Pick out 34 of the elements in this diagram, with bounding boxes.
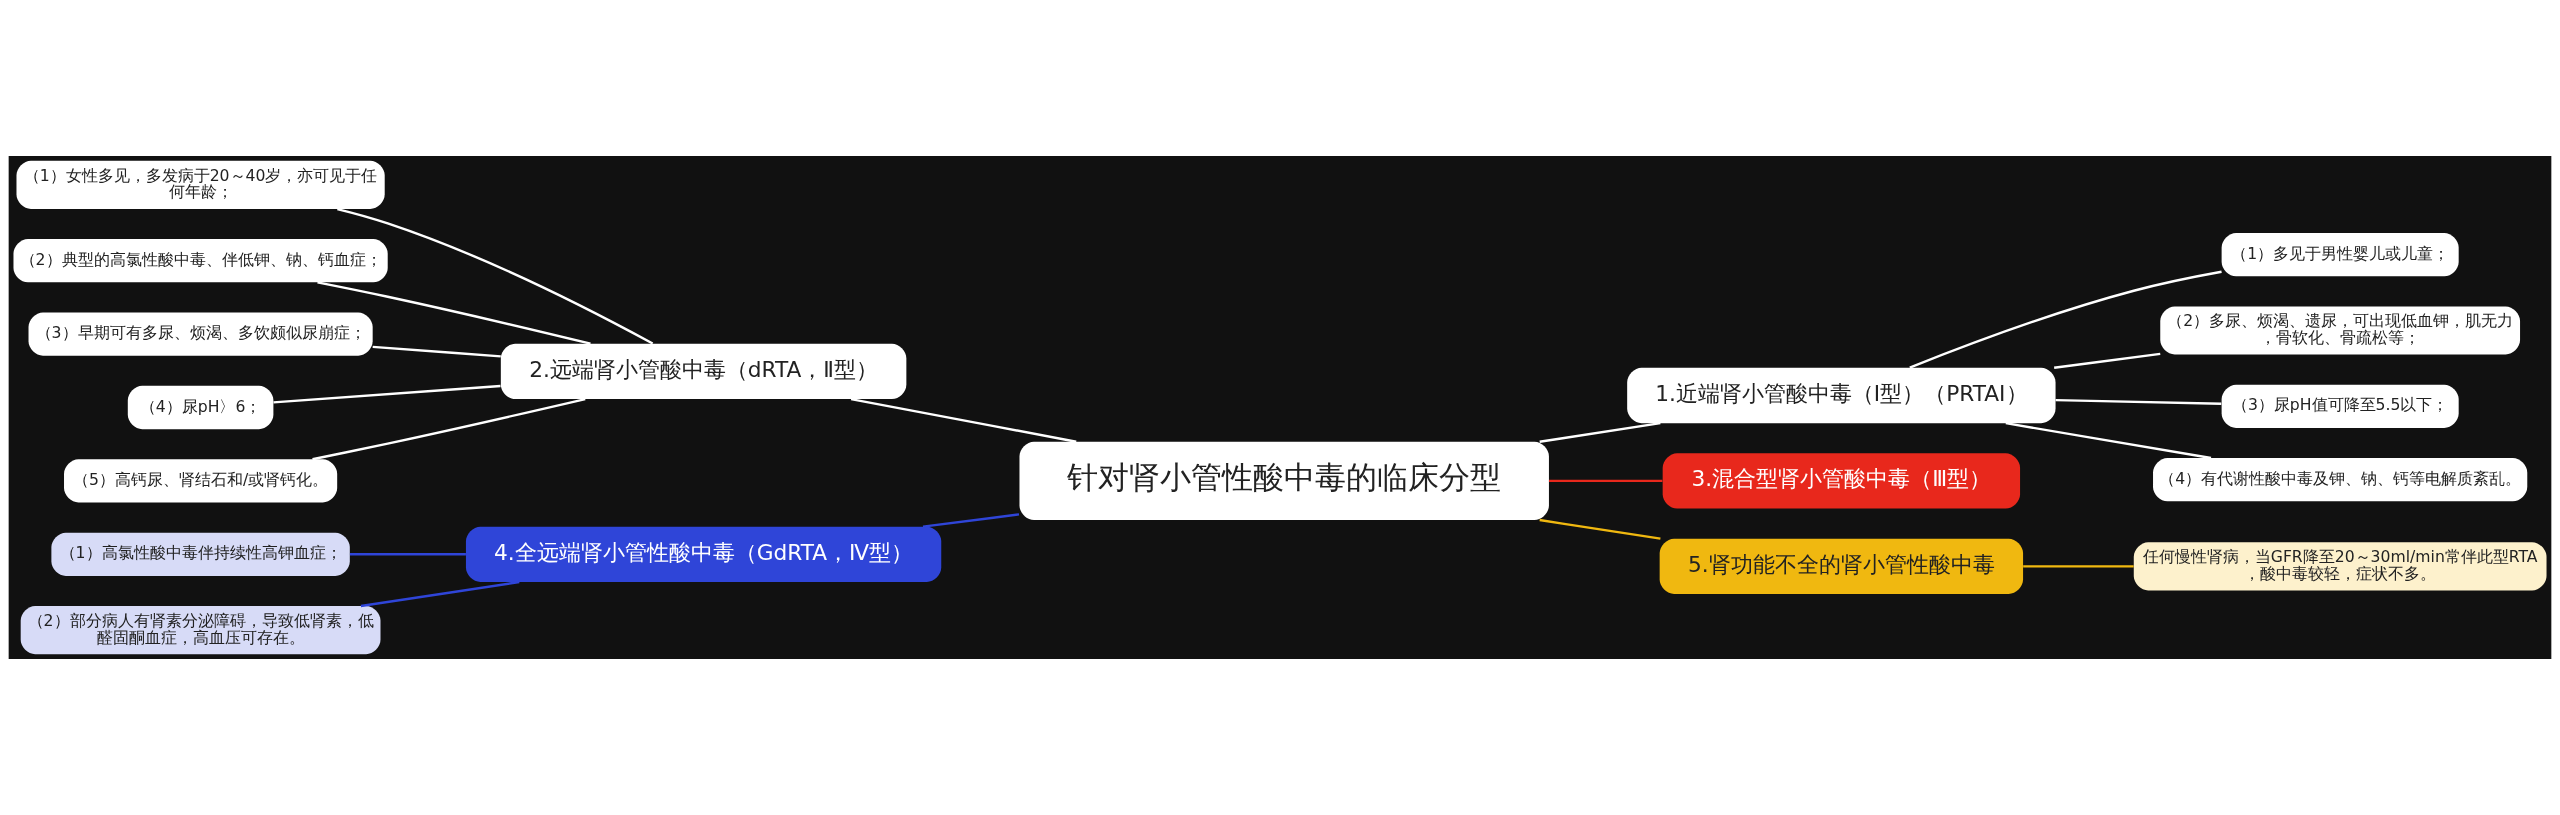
node-box: 5.肾功能不全的肾小管性酸中毒 [1659, 538, 2024, 594]
node-box: （4）有代谢性酸中毒及钾、钠、钙等电解质紊乱。 [2153, 458, 2528, 502]
connector [1539, 421, 1661, 443]
connector [922, 513, 1020, 528]
connector [2054, 352, 2161, 369]
connector [1539, 518, 1661, 540]
node-box: 1.近端肾小管酸中毒（Ⅰ型）（PRTAⅠ） [1627, 367, 2056, 424]
node-box: 针对肾小管性酸中毒的临床分型 [1019, 441, 1549, 520]
node-box: 2.远端肾小管酸中毒（dRTA，Ⅱ型） [500, 343, 907, 400]
node-box: （3）尿pH值可降至5.5以下； [2221, 384, 2459, 428]
connector [2055, 398, 2222, 405]
connector [1548, 479, 1663, 483]
node-box: 4.全远端肾小管性酸中毒（GdRTA，Ⅳ型） [465, 526, 942, 582]
node-box: （4）尿pH〉6； [127, 385, 274, 430]
connector [850, 397, 1077, 443]
node-box: （2）多尿、烦渴、遗尿，可出现低血钾，肌无力，骨软化、骨疏松等； [2160, 306, 2521, 355]
node-box: 3.混合型肾小管酸中毒（Ⅲ型） [1662, 453, 2021, 509]
connector [2023, 565, 2134, 568]
node-box: （2）典型的高氯性酸中毒、伴低钾、钠、钙血症； [13, 239, 388, 283]
connector [360, 580, 520, 608]
connector [2005, 422, 2212, 460]
node-box: （3）早期可有多尿、烦渴、多饮颇似尿崩症； [28, 312, 373, 356]
node-box: （2）部分病人有肾素分泌障碍，导致低肾素，低醛固酮血症，高血压可存在。 [20, 606, 381, 655]
connector [312, 397, 586, 461]
node-box: （1）女性多见，多发病于20～40岁，亦可见于任何年龄； [16, 160, 385, 209]
node-box: （1）多见于男性婴儿或儿童； [2221, 233, 2459, 277]
connector [273, 384, 501, 404]
connector [349, 553, 466, 556]
connector [337, 207, 654, 345]
connector [372, 345, 501, 358]
node-box: （1）高氯性酸中毒伴持续性高钾血症； [51, 532, 350, 576]
connector [1909, 270, 2222, 369]
node-box: 任何慢性肾病，当GFR降至20～30ml/min常伴此型RTA，酸中毒较轻，症状不多。 [2133, 542, 2547, 591]
node-box: （5）高钙尿、肾结石和/或肾钙化。 [64, 459, 338, 503]
